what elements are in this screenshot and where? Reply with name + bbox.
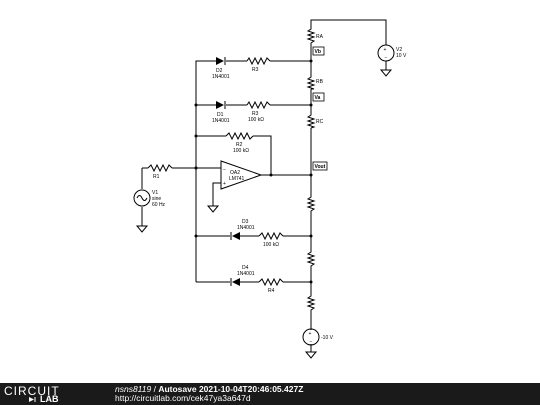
rc-label: RC bbox=[316, 119, 324, 125]
v2-minus: − bbox=[385, 55, 388, 61]
diode-d2: D2 1N4001 bbox=[212, 57, 230, 80]
circuit-url-link[interactable]: http://circuitlab.com/cek47ya3a647d bbox=[115, 393, 251, 403]
d1-part: 1N4001 bbox=[212, 118, 230, 124]
vneg-value: -10 V bbox=[321, 335, 334, 341]
v1-label: V1 bbox=[152, 190, 158, 196]
opamp-minus-sign: − bbox=[223, 167, 226, 173]
node-tag-vout: Vout bbox=[312, 161, 328, 171]
vout-text: Vout bbox=[315, 164, 326, 170]
r2-label: R2 bbox=[236, 142, 243, 148]
v1-freq: 60 Hz bbox=[152, 202, 166, 208]
diode-logo-icon bbox=[29, 397, 36, 402]
meta-separator: / bbox=[151, 384, 159, 394]
r3-mid-value: 100 kΩ bbox=[248, 117, 264, 123]
source-v2: + − V2 10 V bbox=[377, 44, 407, 62]
r2-value: 100 kΩ bbox=[233, 148, 249, 154]
d2-label: D2 bbox=[216, 68, 223, 74]
resistor-rc: RC bbox=[306, 113, 324, 129]
diode-d3: D3 1N4001 bbox=[230, 219, 255, 240]
node-tag-va: Va bbox=[312, 92, 325, 102]
resistor-r2: R2 100 kΩ bbox=[225, 131, 254, 154]
diode-d4: D4 1N4001 bbox=[230, 265, 255, 286]
footer-bar: CIRCUIT LAB nsns8119 / Autosave 2021-10-… bbox=[0, 383, 540, 405]
circuitlab-logo: CIRCUIT LAB bbox=[4, 384, 92, 404]
d4-part: 1N4001 bbox=[237, 271, 255, 277]
ground-symbols bbox=[135, 69, 393, 359]
node-tag-vb: Vb bbox=[312, 46, 325, 56]
opamp-plus-sign: + bbox=[223, 181, 226, 187]
d3-part: 1N4001 bbox=[237, 225, 255, 231]
r4-label: R4 bbox=[268, 288, 275, 294]
opamp-oa2: − + OA2 LM741 bbox=[220, 160, 263, 190]
wires bbox=[141, 19, 387, 352]
junctions bbox=[194, 59, 313, 284]
v2-label: V2 bbox=[396, 47, 402, 53]
ra-label: RA bbox=[316, 34, 324, 40]
resistor-bottom-2 bbox=[306, 250, 316, 268]
resistor-rb: RB bbox=[306, 75, 324, 90]
source-vneg: + − -10 V bbox=[302, 328, 334, 346]
resistor-r1: R1 bbox=[147, 163, 173, 180]
v1-wave: sine bbox=[152, 196, 161, 202]
source-v1: V1 sine 60 Hz bbox=[133, 189, 166, 208]
v2-value: 10 V bbox=[396, 53, 407, 59]
va-text: Va bbox=[315, 95, 321, 101]
vb-text: Vb bbox=[315, 49, 321, 55]
rb-label: RB bbox=[316, 79, 324, 85]
resistor-ra: RA bbox=[306, 27, 324, 44]
circuit-meta: nsns8119 / Autosave 2021-10-04T20:46:05.… bbox=[115, 385, 303, 403]
r-d3-value: 100 kΩ bbox=[263, 242, 279, 248]
d3-label: D3 bbox=[242, 219, 249, 225]
vneg-minus: − bbox=[310, 339, 313, 345]
meta-line-title: nsns8119 / Autosave 2021-10-04T20:46:05.… bbox=[115, 385, 303, 394]
author-link[interactable]: nsns8119 bbox=[115, 384, 152, 394]
resistor-bottom-1 bbox=[306, 195, 316, 213]
circuit-title: Autosave 2021-10-04T20:46:05.427Z bbox=[158, 384, 304, 394]
resistor-r3-mid: R3 100 kΩ bbox=[246, 100, 271, 123]
logo-text-bottom: LAB bbox=[40, 394, 59, 404]
resistor-d3-branch: 100 kΩ bbox=[258, 231, 284, 248]
vneg-plus: + bbox=[309, 331, 312, 337]
d4-label: D4 bbox=[242, 265, 249, 271]
oa2-label: OA2 bbox=[230, 170, 240, 176]
v2-plus: + bbox=[384, 47, 387, 53]
r1-label: R1 bbox=[153, 174, 160, 180]
logo-text-top: CIRCUIT bbox=[4, 384, 60, 398]
d1-label: D1 bbox=[217, 112, 224, 118]
resistor-bottom-3 bbox=[306, 294, 316, 313]
d2-part: 1N4001 bbox=[212, 74, 230, 80]
diode-d1: D1 1N4001 bbox=[212, 101, 230, 124]
resistor-r4: R4 bbox=[258, 277, 284, 294]
resistor-r3-top: R3 bbox=[246, 56, 271, 73]
circuit-schematic: RA RB RC R3 R3 100 kΩ R2 100 kΩ R1 100 k… bbox=[133, 19, 407, 359]
r3-top-label: R3 bbox=[252, 67, 259, 73]
r3-mid-label: R3 bbox=[252, 111, 259, 117]
oa2-part: LM741 bbox=[229, 176, 245, 182]
